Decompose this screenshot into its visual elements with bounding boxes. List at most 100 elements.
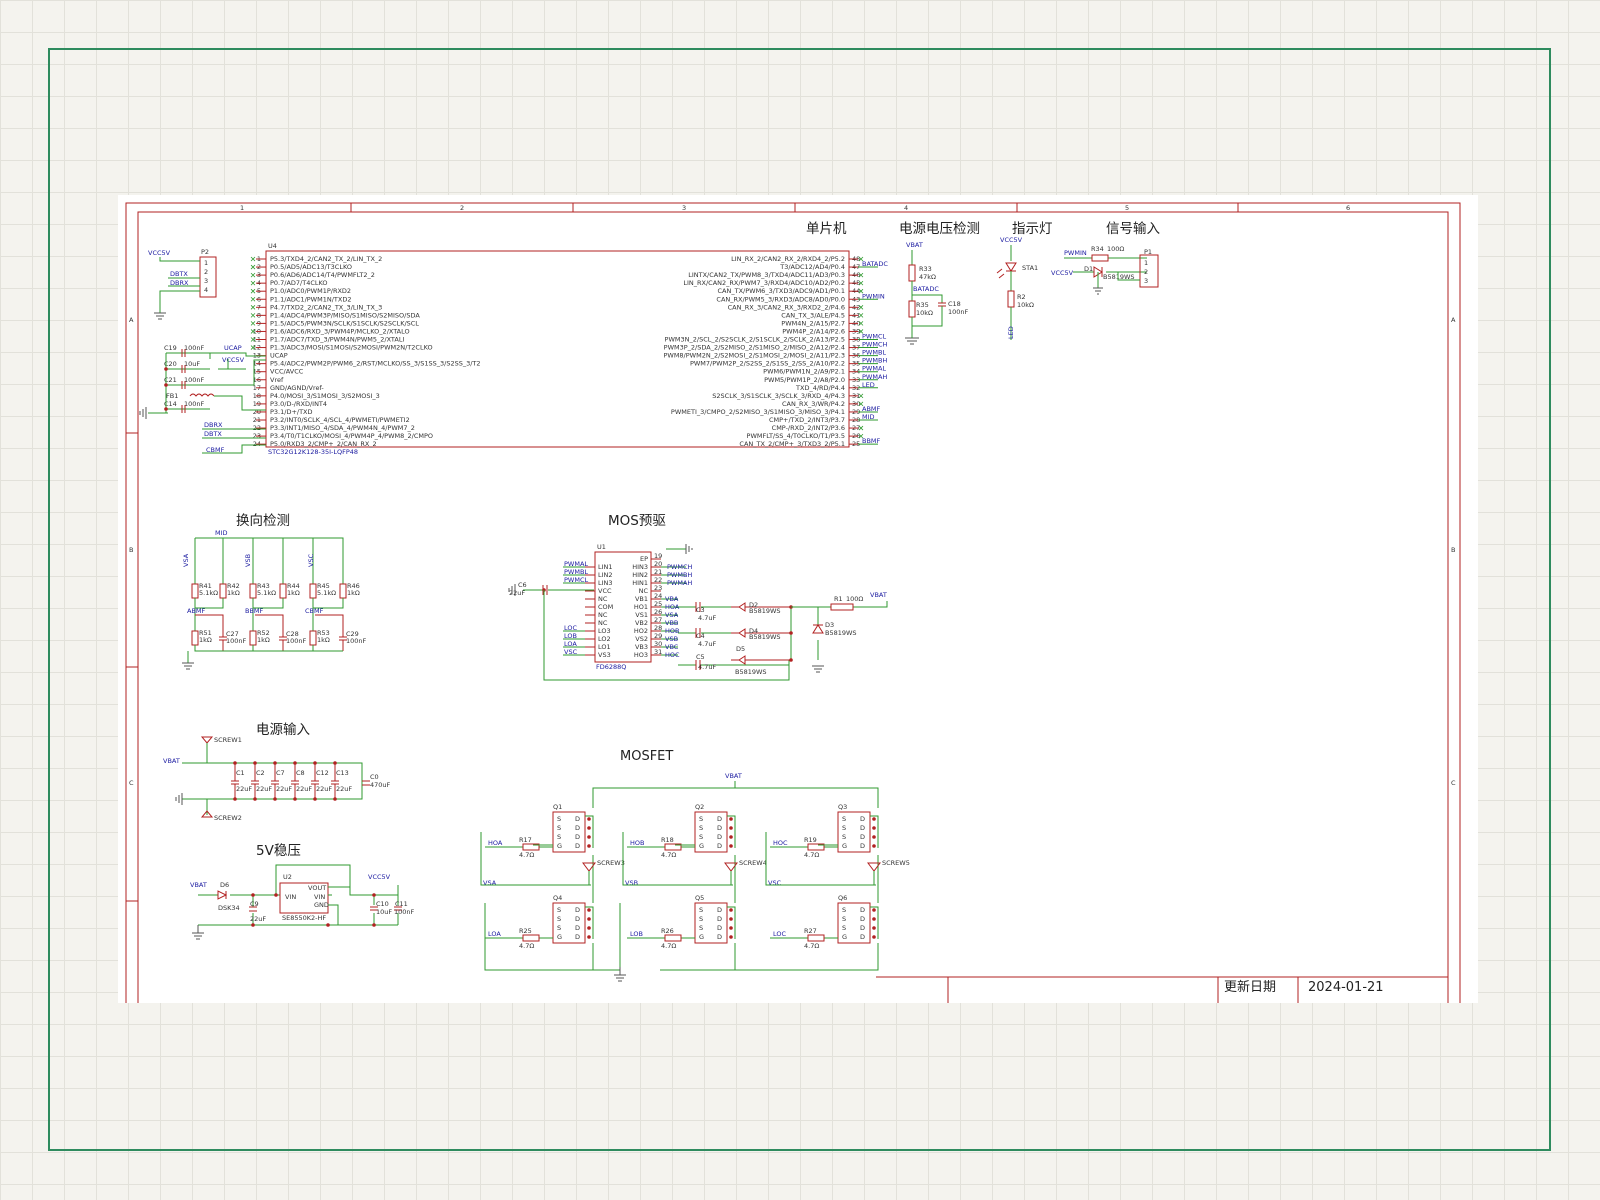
svg-text:SCREW1: SCREW1 (214, 736, 242, 744)
mosfet-pin: D (575, 815, 580, 823)
mos-predriver[interactable]: U1 FD6288Q LIN1LIN2LIN3VCCNCCOMNCNCLO3LO… (508, 543, 888, 681)
capacitor-ref: C27 (226, 630, 239, 638)
mosfet-pin: S (842, 833, 846, 841)
regulator-5v[interactable]: VBAT D6 DSK34 U2 VIN VOUT VIN GND SE8550… (190, 864, 415, 940)
capacitor (271, 763, 279, 799)
mosfet-pin: G (699, 842, 704, 850)
mcu-pin-label: LINTX/CAN2_TX/PWM8_3/TXD4/ADC11/AD3/P0.3 (688, 271, 845, 279)
mcu-pin-label: P4.0/MOSI_3/S1MOSI_3/S2MOSI_3 (270, 392, 380, 400)
section-title-regulator: 5V稳压 (256, 843, 301, 859)
net-wire (727, 906, 736, 939)
junction (872, 908, 876, 912)
resistor-value: 1kΩ (317, 636, 330, 644)
pin-label: NC (598, 611, 608, 619)
junction (313, 761, 317, 765)
svg-text:B5819WS: B5819WS (735, 668, 767, 676)
svg-text:22uF: 22uF (250, 915, 266, 923)
mosfet-pin: S (557, 906, 561, 914)
commutation-detect[interactable]: MID VSA VSB VSC R415.1kΩR421kΩR435.1kΩR4… (182, 529, 367, 670)
no-connect-mark (250, 329, 256, 334)
resistor-value: 1kΩ (287, 589, 300, 597)
resistor-value: 4.7Ω (519, 851, 534, 859)
net-label: PWMBL (564, 568, 588, 576)
pin-label: NC (598, 619, 608, 627)
section-title-indicator: 指示灯 (1012, 221, 1053, 237)
mosfet-pin: D (575, 824, 580, 832)
mcu-pin-label: PWM7/PWM2P_2/S2SS_2/S1SS_2/SS_2/A10/P2.2 (690, 360, 845, 368)
resistor (339, 583, 347, 599)
net-label: PWMAH (667, 579, 692, 587)
pin-label: HO3 (634, 651, 648, 659)
resistor (279, 583, 287, 599)
junction (729, 844, 733, 848)
junction (233, 761, 237, 765)
junction (293, 761, 297, 765)
svg-text:22uF: 22uF (509, 589, 525, 597)
mcu-pin-label: P5.3/TXD4_2/CAN2_TX_2/LIN_TX_2 (270, 255, 382, 263)
junction (587, 844, 591, 848)
mosfet-pin: G (557, 933, 562, 941)
net-label: PWMBH (862, 357, 887, 365)
resistor-ref: R51 (199, 629, 212, 637)
svg-text:R2: R2 (1017, 293, 1026, 301)
pin-number: 25 (654, 600, 662, 608)
net-wire (660, 943, 879, 971)
resistor (309, 630, 317, 646)
capacitor (255, 614, 287, 651)
mosfet-pin: S (699, 906, 703, 914)
net-wire (727, 815, 736, 848)
resistor-ref: R19 (804, 836, 817, 844)
net-label: VBC (665, 643, 679, 651)
net-label: PWMAH (862, 373, 887, 381)
mosfet-pin: S (699, 915, 703, 923)
no-connect-mark (858, 321, 864, 326)
svg-text:VBAT: VBAT (870, 591, 887, 599)
net-wire (870, 906, 879, 939)
pin-number: 23 (654, 584, 662, 592)
mosfet-pin: D (717, 924, 722, 932)
mcu-pin-label: P0.6/AD6/ADC14/T4/PWMFLT2_2 (270, 271, 375, 279)
mcu-u4[interactable]: U4 STC32G12K128-35I-LQFP48 P5.3/TXD4_2/C… (250, 242, 888, 456)
no-connect-mark (250, 256, 256, 262)
pin-number: 29 (654, 632, 662, 640)
mcu-pin-label: P1.0/ADC0/PWM1P/RXD2 (270, 287, 351, 295)
mcu-pin-label: P3.1/D+/TXD (270, 408, 313, 416)
mcu-pin-label: P5.0/RXD3_2/CMP+_2/CAN_RX_2 (270, 440, 377, 448)
mcu-pin-label: S2SCLK_3/S1SCLK_3/SCLK_3/RXD_4/P4.3 (712, 392, 845, 400)
mcu-left-pins: P5.3/TXD4_2/CAN2_TX_2/LIN_TX_21P0.5/AD5/… (250, 255, 481, 448)
no-connect-mark (250, 280, 256, 286)
svg-text:4: 4 (204, 286, 208, 294)
connector-p2[interactable]: VCC5V P2 12 34 DBTX DBRX (148, 248, 217, 320)
svg-text:SE8550K2-HF: SE8550K2-HF (282, 914, 326, 922)
mosfet (837, 811, 871, 853)
svg-text:D3: D3 (825, 621, 834, 629)
mcu-pin-label: PWM6/PWM1N_2/A9/P2.1 (763, 368, 845, 376)
svg-text:C14: C14 (164, 400, 177, 408)
capacitor-polar (362, 780, 370, 786)
capacitor-ref: C29 (346, 630, 359, 638)
net-dbrx: DBRX (170, 279, 189, 287)
pin-label: EP (640, 555, 648, 563)
no-connect-mark (250, 313, 256, 318)
mosfet-pin: S (842, 915, 846, 923)
mosfet-pin: S (557, 924, 561, 932)
no-connect-mark (858, 393, 864, 399)
junction (587, 908, 591, 912)
net-label: LOA (488, 930, 501, 938)
junction (872, 835, 876, 839)
mcu-pin-label: P1.6/ADC6/RXD_3/PWM4P/MCLKO_2/XTALO (270, 327, 410, 335)
capacitor-ref: C13 (336, 769, 349, 777)
svg-text:VBAT: VBAT (906, 241, 923, 249)
pin-label: VCC (598, 587, 612, 595)
power-input[interactable]: SCREW1 VBAT SCREW2 C122uFC222uFC722uFC82… (163, 736, 391, 822)
no-connect-mark (250, 288, 256, 294)
resistor-value: 1kΩ (227, 589, 240, 597)
schematic-sheet[interactable]: 1 2 3 4 5 6 A B C A B C 单片机 电源电压检测 指示灯 信… (118, 195, 1478, 1003)
section-title-commutation: 换向检测 (236, 513, 290, 529)
pin-label: HO2 (634, 627, 648, 635)
